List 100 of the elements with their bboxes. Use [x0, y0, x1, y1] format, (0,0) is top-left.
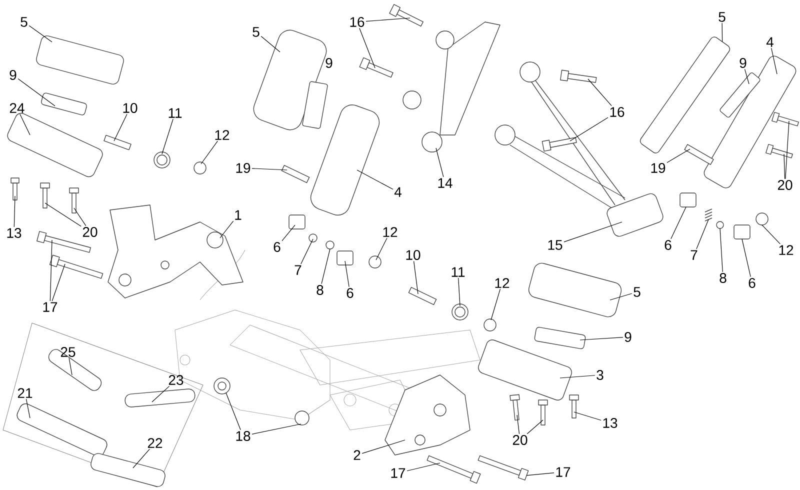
leader-line — [696, 219, 709, 250]
callout-number: 10 — [123, 103, 138, 113]
leader-line — [226, 392, 241, 430]
leader-line — [18, 78, 56, 106]
callout-number: 4 — [394, 187, 402, 197]
callout-number: 9 — [624, 332, 632, 342]
callout-number: 11 — [168, 108, 182, 118]
callout-number: 12 — [495, 278, 510, 288]
callout-number: 15 — [548, 240, 562, 250]
callout-number: 12 — [779, 245, 794, 255]
leader-line — [300, 238, 314, 264]
leader-line — [588, 78, 612, 106]
leader-line — [744, 68, 750, 84]
callout-number: 22 — [148, 438, 162, 448]
leader-line — [152, 386, 170, 402]
leader-line — [52, 264, 66, 302]
leader-line — [414, 260, 418, 294]
callout-number: 8 — [316, 285, 324, 295]
callout-number: 6 — [274, 242, 280, 252]
callout-number: 16 — [610, 107, 624, 117]
leader-line — [68, 358, 72, 376]
leader-line — [356, 170, 394, 190]
callout-number: 17 — [391, 468, 406, 478]
leader-line — [282, 224, 296, 242]
leader-line — [14, 196, 16, 228]
leader-line — [458, 278, 460, 306]
leader-line — [20, 114, 30, 136]
callout-number: 23 — [168, 375, 184, 385]
leader-line — [666, 148, 690, 163]
leader-line — [722, 22, 723, 42]
leader-line — [490, 288, 500, 320]
callout-number: 5 — [20, 17, 28, 27]
callout-number: 21 — [18, 388, 32, 398]
leader-line — [28, 25, 52, 42]
leader-line — [344, 260, 350, 288]
callout-number: 25 — [60, 347, 76, 357]
leader-line — [132, 448, 150, 468]
leader-line — [785, 120, 790, 180]
leader-line — [44, 202, 82, 227]
callout-number: 2 — [354, 450, 360, 460]
callout-number: 18 — [236, 431, 250, 441]
leader-line — [560, 375, 596, 378]
callout-number: 1 — [235, 210, 242, 220]
callout-number: 9 — [740, 58, 746, 68]
leader-line — [359, 28, 376, 68]
leader-line — [74, 208, 86, 226]
callout-number: 5 — [718, 12, 726, 22]
callout-number: 4 — [766, 37, 774, 47]
leader-line — [376, 238, 388, 260]
callout-number: 12 — [215, 130, 230, 140]
callout-number: 20 — [778, 180, 792, 190]
callout-number: 8 — [720, 273, 726, 283]
callout-number: 20 — [82, 227, 98, 237]
leader-line — [200, 140, 218, 164]
leader-line — [516, 414, 520, 434]
callout-number: 16 — [350, 17, 364, 27]
leader-line — [50, 240, 52, 302]
leader-line — [720, 228, 723, 272]
leader-line — [321, 248, 330, 284]
leader-line — [784, 154, 786, 180]
callout-number: 3 — [596, 370, 604, 380]
leader-line — [260, 36, 280, 52]
callout-number: 19 — [236, 163, 250, 173]
callout-number: 5 — [252, 27, 260, 37]
callout-number: 19 — [651, 163, 666, 173]
callout-number: 9 — [326, 58, 332, 68]
leader-line — [762, 224, 780, 244]
callout-number: 14 — [438, 178, 452, 188]
callout-number: 5 — [634, 287, 640, 297]
leader-line — [252, 424, 302, 434]
leader-line — [564, 222, 622, 242]
callout-number: 12 — [383, 227, 398, 237]
leader-line — [366, 18, 410, 22]
leader-line — [252, 168, 288, 170]
callout-number: 24 — [10, 103, 24, 113]
callout-number: 6 — [346, 288, 354, 298]
callout-number: 6 — [748, 278, 756, 288]
leader-line — [574, 412, 602, 421]
callout-number: 13 — [603, 418, 618, 428]
callout-number: 17 — [556, 467, 570, 477]
callout-number: 13 — [7, 228, 22, 238]
callout-number: 6 — [664, 240, 672, 250]
leader-line — [570, 117, 608, 142]
leader-line — [526, 472, 554, 476]
callout-number: 17 — [43, 302, 58, 312]
leader-line — [220, 220, 234, 238]
leader-line — [436, 148, 444, 178]
callout-number: 7 — [690, 250, 698, 260]
leader-line — [670, 206, 686, 240]
callout-number: 20 — [512, 435, 528, 445]
leader-line — [610, 293, 632, 300]
callout-number: 11 — [452, 267, 465, 277]
callout-number: 9 — [10, 70, 16, 80]
leader-line — [580, 337, 624, 340]
leader-line — [526, 420, 544, 434]
leader-line — [114, 114, 128, 142]
leader-line — [26, 398, 30, 418]
leader-line — [162, 118, 174, 154]
leader-line — [742, 238, 751, 278]
callout-number: 10 — [406, 250, 420, 260]
